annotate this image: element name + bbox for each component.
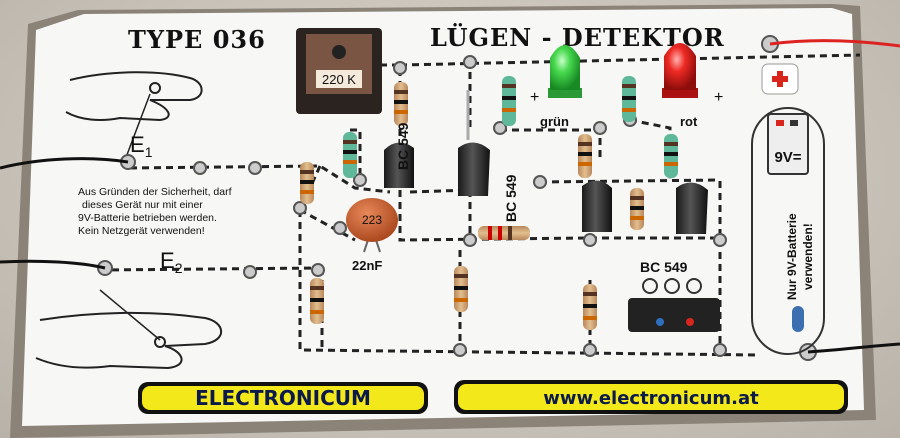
note-line-4: Kein Netzgerät verwenden! — [78, 225, 205, 237]
capacitor-value: 22nF — [352, 258, 382, 273]
website-url: www.electronicum.at — [543, 388, 759, 409]
note-line-3: 9V-Batterie betrieben werden. — [78, 212, 217, 224]
title-type: TYPE 036 — [128, 25, 266, 54]
plus-badge — [761, 63, 799, 95]
resistor-1 — [394, 82, 408, 126]
note-line-1: Aus Gründen der Sicherheit, darf — [78, 186, 232, 198]
wire-red — [769, 39, 900, 48]
battery-area: 9V= Nur 9V-Batterie verwenden! — [751, 107, 825, 355]
led-green-plus: + — [530, 89, 539, 106]
resistor-8 — [630, 188, 644, 230]
wire-black-3 — [807, 342, 900, 354]
resistor-5 — [622, 76, 636, 122]
capacitor: 223 — [346, 198, 398, 253]
potentiometer: 220 K — [296, 28, 382, 114]
electrode-2-label: E2 — [160, 248, 183, 276]
resistor-3 — [300, 162, 314, 204]
transistor-3 — [582, 180, 612, 232]
capacitor-code: 223 — [362, 213, 382, 227]
transistor-2 — [458, 142, 490, 196]
led-red-label: rot — [680, 114, 698, 129]
transistor-4 — [676, 182, 708, 234]
resistor-10 — [310, 278, 324, 324]
led-red-plus: + — [714, 89, 723, 106]
transistors — [384, 142, 708, 234]
wire-black-2 — [0, 259, 106, 270]
resistor-7 — [664, 134, 678, 178]
brand-bar: ELECTRONICUM — [138, 382, 428, 414]
potentiometer-label: 220 K — [322, 72, 356, 87]
brand-name: ELECTRONICUM — [195, 386, 371, 410]
safety-note: Aus Gründen der Sicherheit, darf dieses … — [78, 186, 232, 237]
battery-label: 9V= — [774, 149, 801, 166]
resistor-4 — [502, 76, 516, 126]
resistor-2 — [343, 132, 357, 178]
transistor-label-2: BC 549 — [503, 174, 519, 222]
led-red — [662, 43, 698, 98]
resistor-11 — [583, 284, 597, 330]
resistors — [300, 76, 678, 330]
transistor-1 — [384, 142, 414, 188]
led-green — [548, 45, 582, 98]
battery-icon — [767, 113, 809, 175]
led-green-label: grün — [540, 114, 569, 129]
circuit-symbol-icon — [628, 278, 720, 332]
electrode-1-label: E1 — [130, 132, 153, 160]
hand-icon-2 — [35, 289, 223, 370]
transistor-label-1: BC 549 — [395, 122, 411, 170]
wire-black-1 — [0, 157, 129, 170]
resistor-9 — [454, 266, 468, 312]
resistor-6 — [578, 134, 592, 178]
resistor-12 — [478, 226, 530, 240]
transistor-label-3: BC 549 — [640, 259, 688, 275]
url-bar: www.electronicum.at — [454, 380, 848, 414]
minus-icon — [792, 306, 804, 332]
battery-note-2: verwenden! — [801, 223, 815, 290]
battery-note-1: Nur 9V-Batterie — [785, 213, 799, 300]
note-line-2: dieses Gerät nur mit einer — [82, 199, 203, 211]
hand-icon-1 — [65, 71, 203, 161]
